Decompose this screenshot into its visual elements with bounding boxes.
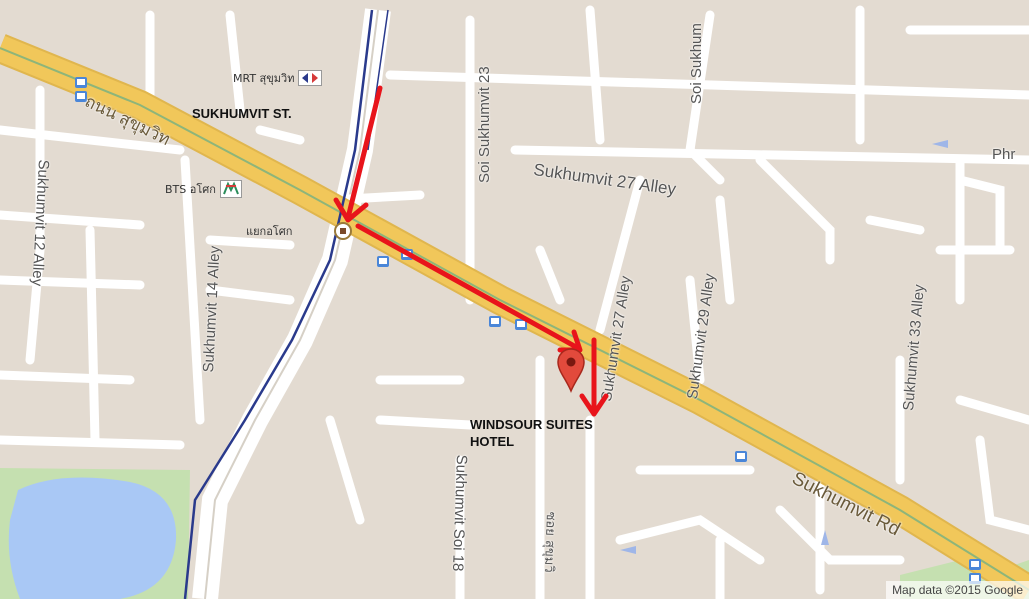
bts-station[interactable]: BTS อโศก [165, 180, 242, 198]
route-arrow-icon [345, 85, 383, 221]
junction-station[interactable]: แยกอโศก [246, 222, 292, 240]
asok-road-edge [204, 9, 379, 599]
hotel-annotation-line-2: HOTEL [470, 434, 515, 449]
street-network [0, 5, 1029, 599]
junction-icon[interactable] [334, 222, 352, 240]
hotel-annotation-line-1: WINDSOUR SUITES [470, 417, 593, 432]
mrt-station[interactable]: MRT สุขุมวิท [233, 69, 323, 87]
route-arrow-icon-2 [355, 223, 581, 351]
route-arrow-icon-head-3 [579, 393, 609, 417]
street-annotation: SUKHUMVIT ST. [192, 106, 292, 121]
map-pin-icon[interactable] [556, 347, 586, 393]
street-label-phr: Phr [992, 146, 1016, 163]
route-arrow-icon-head-1 [333, 197, 369, 223]
bus-stop-icon[interactable] [376, 255, 390, 268]
bts-station-label: BTS อโศก [165, 183, 216, 196]
map-attribution[interactable]: Map data ©2015 Google [886, 581, 1029, 599]
mrt-logo-icon [298, 70, 323, 86]
bus-stop-icon[interactable] [74, 76, 88, 104]
direction-marks [620, 140, 948, 554]
bus-stop-icon[interactable] [488, 315, 502, 328]
bts-track [0, 47, 1029, 591]
hotel-annotation: WINDSOUR SUITES HOTEL [470, 416, 593, 450]
mrt-station-label: MRT สุขุมวิท [233, 72, 295, 85]
lake [8, 477, 177, 599]
bus-stop-icon[interactable] [514, 318, 528, 331]
junction-label: แยกอโศก [246, 225, 293, 238]
mrt-line [183, 9, 374, 599]
bts-logo-icon [219, 180, 242, 198]
bus-stop-icon[interactable] [734, 450, 748, 463]
